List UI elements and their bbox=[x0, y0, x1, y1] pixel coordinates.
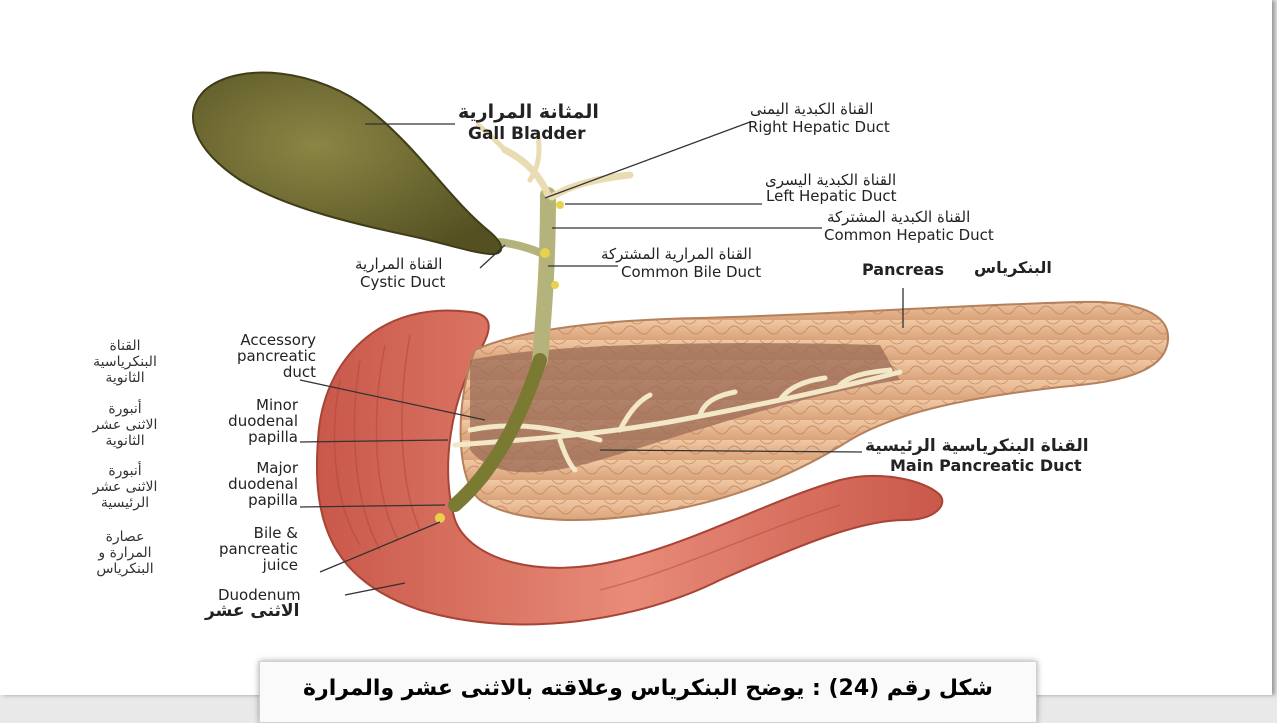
accessory-duct-label-en: Accessory pancreatic duct bbox=[186, 333, 316, 380]
common-hepatic-label-en: Common Hepatic Duct bbox=[824, 228, 994, 244]
common-hepatic-label-ar: القناة الكبدية المشتركة bbox=[827, 210, 970, 226]
major-papilla-label-ar: أنبورة الاثنى عشر الرئيسية bbox=[60, 463, 190, 511]
gallbladder-shape bbox=[193, 73, 501, 255]
cystic-label-en: Cystic Duct bbox=[360, 275, 445, 291]
right-hepatic-label-ar: القناة الكبدية اليمنى bbox=[750, 102, 873, 118]
minor-papilla-label-en: Minor duodenal papilla bbox=[186, 398, 298, 445]
cystic-label-ar: القناة المرارية bbox=[355, 257, 442, 273]
figure-caption: شكل رقم (24) : يوضح البنكرياس وعلاقته با… bbox=[280, 676, 1016, 701]
duodenum-label-ar: الاثنى عشر bbox=[205, 603, 299, 621]
main-pancreatic-label-ar: القناة البنكرياسية الرئيسية bbox=[865, 438, 1089, 456]
figure-caption-box: شكل رقم (24) : يوضح البنكرياس وعلاقته با… bbox=[259, 661, 1037, 723]
pancreas-label-en: Pancreas bbox=[862, 262, 944, 279]
left-hepatic-label-en: Left Hepatic Duct bbox=[766, 189, 896, 205]
main-pancreatic-label-en: Main Pancreatic Duct bbox=[890, 458, 1082, 475]
right-hepatic-label-en: Right Hepatic Duct bbox=[748, 120, 890, 136]
major-papilla-label-en: Major duodenal papilla bbox=[186, 461, 298, 508]
accessory-duct-label-ar: القناة البنكرياسية الثانوية bbox=[60, 338, 190, 386]
minor-papilla-label-ar: أنبورة الاثنى عشر الثانوية bbox=[60, 401, 190, 449]
gall-bladder-label-en: Gall Bladder bbox=[468, 126, 586, 144]
common-bile-label-en: Common Bile Duct bbox=[621, 265, 761, 281]
juice-label-en: Bile & pancreatic juice bbox=[186, 526, 298, 573]
gall-bladder-label-ar: المثانة المرارية bbox=[458, 103, 599, 123]
common-bile-label-ar: القناة المرارية المشتركة bbox=[601, 247, 752, 263]
juice-label-ar: عصارة المرارة و البنكرياس bbox=[60, 529, 190, 577]
pancreas-label-ar: البنكرياس bbox=[974, 260, 1052, 277]
